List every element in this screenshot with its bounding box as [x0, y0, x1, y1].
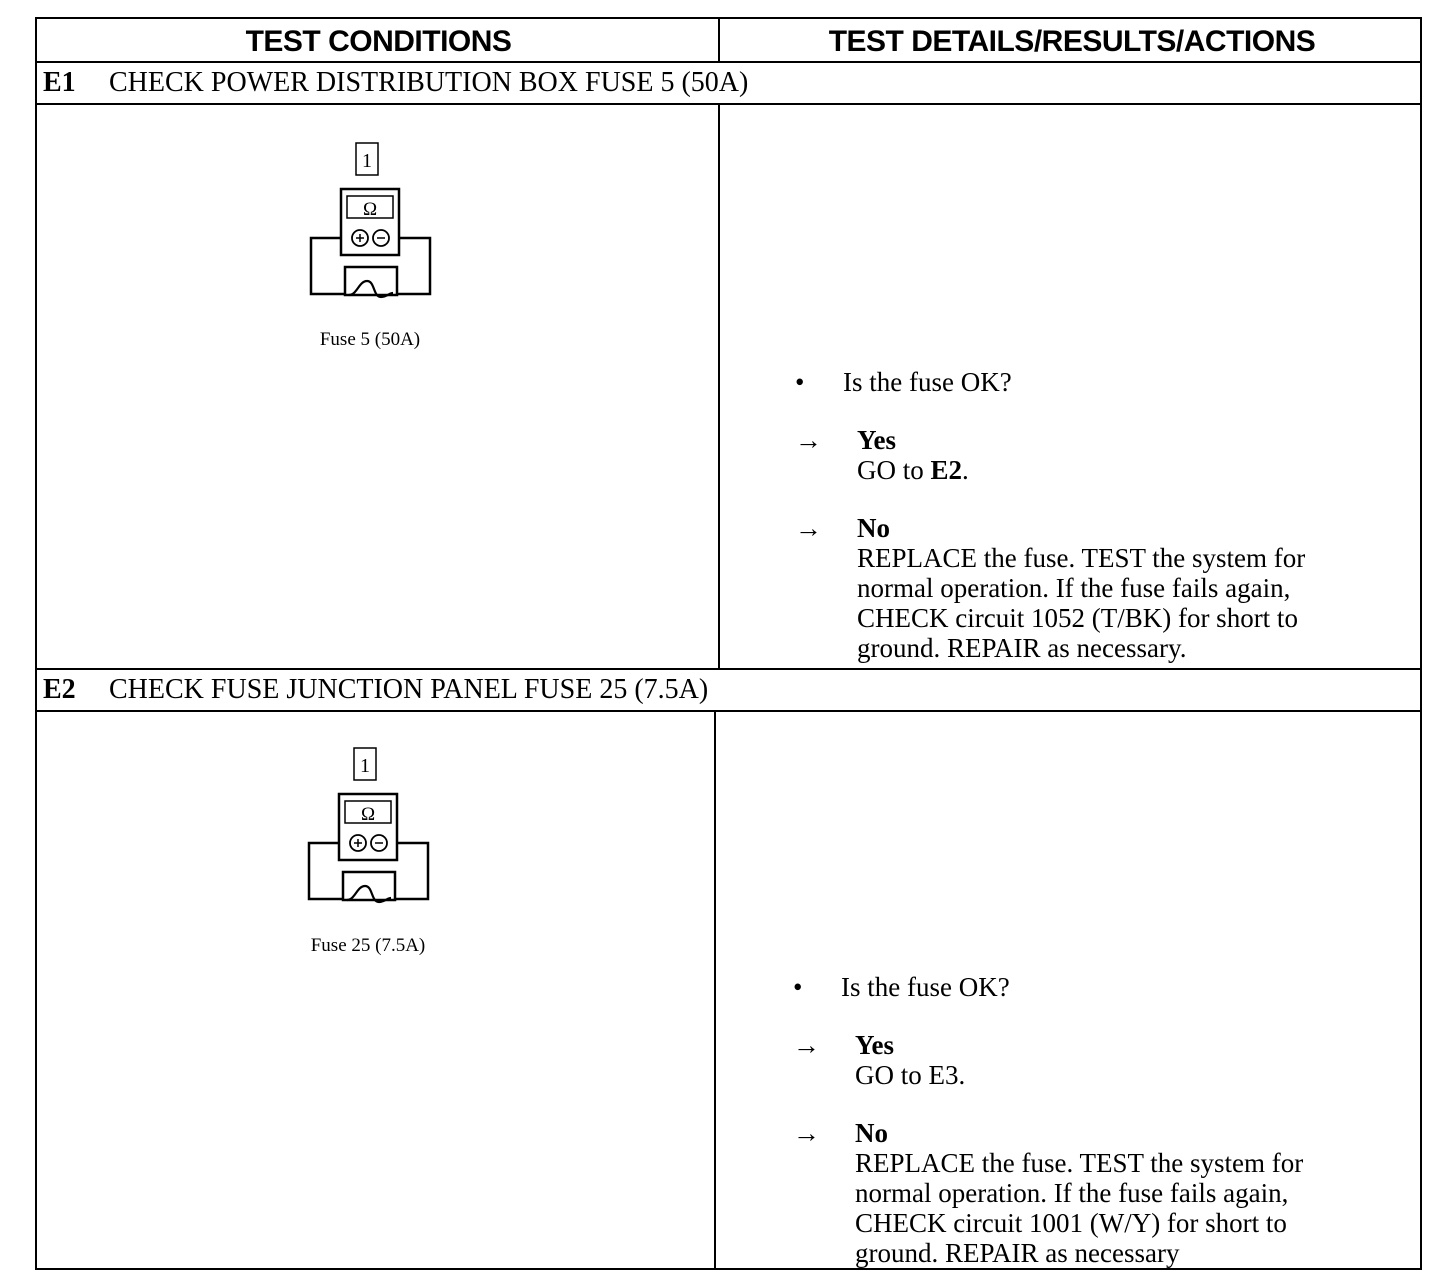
divider — [718, 19, 720, 63]
step-number: 1 — [362, 150, 372, 172]
section-id: E1 — [43, 67, 76, 98]
test-table: TEST CONDITIONS TEST DETAILS/RESULTS/ACT… — [35, 17, 1422, 1270]
yes-label: Yes — [855, 1030, 894, 1060]
results-e2: • Is the fuse OK? → Yes GO to E3. → No R… — [793, 972, 1413, 1268]
header-test-conditions: TEST CONDITIONS — [245, 25, 512, 58]
yes-action: GO to E3. — [855, 1060, 1413, 1090]
divider — [714, 710, 716, 1270]
question-row: • Is the fuse OK? — [793, 972, 1413, 1002]
no-action-line: CHECK circuit 1052 (T/BK) for short to — [857, 603, 1298, 633]
no-option: → No REPLACE the fuse. TEST the system f… — [795, 513, 1415, 663]
section-title-e2: E2 CHECK FUSE JUNCTION PANEL FUSE 25 (7.5… — [43, 670, 708, 710]
no-label: No — [855, 1118, 888, 1148]
arrow-icon: → — [795, 425, 822, 455]
no-action-line: REPLACE the fuse. TEST the system for — [855, 1148, 1304, 1178]
fuse-icon — [343, 265, 399, 299]
section-heading: CHECK POWER DISTRIBUTION BOX FUSE 5 (50A… — [109, 67, 749, 98]
ohmmeter-diagram-e2: 1 Ω — [303, 746, 433, 911]
yes-option: → Yes GO to E3. — [793, 1030, 1413, 1090]
divider — [37, 668, 1420, 670]
yes-option: → Yes GO to E2. — [795, 425, 1415, 485]
fuse-icon — [341, 870, 397, 904]
no-action-line: normal operation. If the fuse fails agai… — [855, 1178, 1289, 1208]
yes-action: GO to E2. — [857, 455, 1415, 485]
diagram-caption: Fuse 25 (7.5A) — [310, 935, 426, 956]
divider — [37, 103, 1420, 105]
no-action-line: normal operation. If the fuse fails agai… — [857, 573, 1291, 603]
section-heading: CHECK FUSE JUNCTION PANEL FUSE 25 (7.5A) — [109, 674, 709, 705]
step-number: 1 — [360, 755, 370, 777]
no-label: No — [857, 513, 890, 543]
divider — [37, 710, 1420, 712]
arrow-icon: → — [793, 1030, 820, 1060]
divider — [37, 61, 1420, 63]
ohmmeter-diagram-e1: 1 Ω — [305, 141, 435, 306]
question-text: Is the fuse OK? — [841, 972, 1010, 1002]
yes-action-text: GO to — [857, 455, 931, 485]
header-test-details: TEST DETAILS/RESULTS/ACTIONS — [828, 25, 1316, 58]
yes-action-target: E2 — [930, 455, 963, 485]
arrow-icon: → — [793, 1118, 820, 1148]
results-e1: • Is the fuse OK? → Yes GO to E2. → No R… — [795, 367, 1415, 663]
diagram-caption: Fuse 5 (50A) — [319, 329, 421, 350]
ohm-symbol: Ω — [363, 199, 377, 220]
ohm-symbol: Ω — [361, 804, 375, 825]
question-row: • Is the fuse OK? — [795, 367, 1415, 397]
bullet-symbol: • — [793, 972, 803, 1002]
no-option: → No REPLACE the fuse. TEST the system f… — [793, 1118, 1413, 1268]
yes-action-suffix: . — [962, 455, 969, 485]
arrow-icon: → — [795, 513, 822, 543]
yes-label: Yes — [857, 425, 896, 455]
bullet-symbol: • — [795, 367, 805, 397]
yes-action-text: GO to E3. — [855, 1060, 966, 1090]
no-action-line: ground. REPAIR as necessary. — [857, 633, 1187, 663]
section-title-e1: E1 CHECK POWER DISTRIBUTION BOX FUSE 5 (5… — [43, 63, 748, 103]
divider — [718, 103, 720, 670]
question-text: Is the fuse OK? — [843, 367, 1012, 397]
section-id: E2 — [43, 674, 76, 705]
ohmmeter-icon: 1 Ω — [309, 142, 432, 299]
no-action-line: CHECK circuit 1001 (W/Y) for short to — [855, 1208, 1287, 1238]
no-action-line: REPLACE the fuse. TEST the system for — [857, 543, 1306, 573]
ohmmeter-icon: 1 Ω — [307, 747, 430, 904]
no-action-line: ground. REPAIR as necessary — [855, 1238, 1180, 1268]
